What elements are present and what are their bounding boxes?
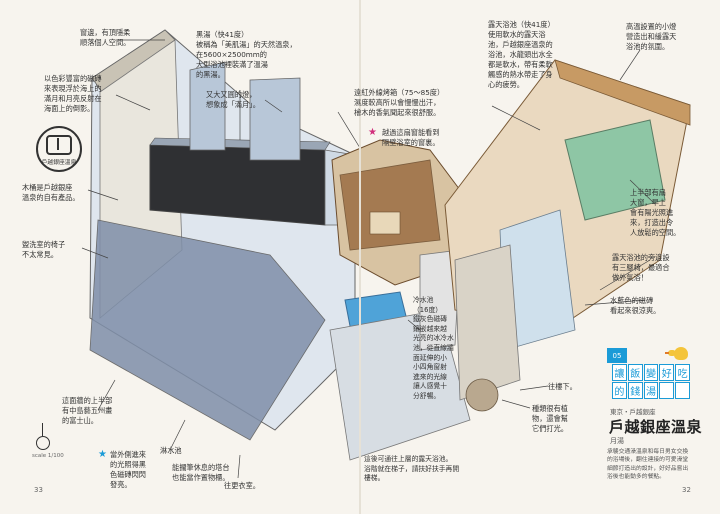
scale-label: scale 1/100 [32,453,64,459]
blue-star-icon: ★ [98,449,107,460]
annotation-big-window: 上半部有扇 大窗，早上 會有陽光照進 來，打造出令 人放鬆的空間。 [630,188,681,237]
annotation-shower: 淋水池 [160,446,182,455]
annotation-tile-moon: 以色彩豐富的磁磚 來表現浮於海上的 滿月和月亮反射在 海面上的倒影。 [44,74,102,113]
annotation-changing-room: 往更衣室。 [224,481,260,490]
compass-icon [36,423,50,450]
title-char: 好 [659,364,675,381]
annotation-window-view: 越過這扇窗能看到 隔壁浴室的窗裏。 [382,128,440,147]
location-subtitle: 東京・戶越銀座 [610,408,656,416]
gutter [359,0,361,514]
annotation-locker: 能擱筆休息的塔台 也能當作置物櫃。 [172,463,230,482]
series-title-grid: 讓 飯 變 好 吃 的 錢 湯 [612,364,690,399]
title-char: 吃 [675,364,690,381]
chapter-badge: 05 [607,348,627,363]
page-number-right: 32 [682,486,691,494]
title-char: 讓 [612,364,627,381]
open-air-bath-illustration [444,59,691,412]
annotation-three-leg-chair: 露天浴池的旁邊設 有三腳椅，最適合 做外氣浴！ [612,253,670,282]
annotation-plants: 種類很有植 物，還會幫 它們打光。 [532,404,568,433]
title-char [675,382,690,399]
annotation-small-lamp: 高溫設置的小燈 營造出和緩露天 浴池的氛圍。 [626,22,677,51]
annotation-round-lamp: 又大又圓的燈， 想象成「滿月」。 [206,90,260,109]
title-char: 變 [643,364,659,381]
rubber-duck-icon [665,347,688,360]
pink-star-icon: ★ [368,127,377,138]
annotation-sauna: 遠紅外線烤箱（75～85度） 濕度較高所以會慢慢出汗， 檜木的香氣聞起來很舒服。 [354,88,445,117]
annotation-window: 窗邊，有頂隱柔 順落個人空間。 [80,28,131,47]
description: 承襲交通澡溫泉和每日男女交換的浴場後，翻住連接的可愛澡堂細節打造出的設計，好好品… [607,449,689,481]
annotation-chairs: 盥洗室的椅子 不太常見。 [22,240,66,259]
logo-caption: 戶越銀座溫泉 [41,160,77,166]
onsen-logo-mark-icon [46,135,72,155]
title-char: 錢 [627,382,643,399]
annotation-open-air-bath: 露天浴池（快41度） 使用軟水的露天浴 池，戶越銀座溫泉的 浴池，水龍頭出水全 … [488,20,555,89]
bathhouse-illustration-left [89,29,356,441]
author: 月湯 [610,437,624,445]
sauna-illustration [329,139,471,461]
annotation-stairs-up: 這後可通往上層的露天浴池。 浴階就在梯子，請扶好扶手再開 樓梯。 [364,455,460,483]
annotation-mount-fuji: 這面牆的上半部 有中島藝五州畫 的富士山。 [62,396,113,425]
annotation-cold-bath: 冷水池 （16度） 鐵灰色磁磚 鑲嵌越來越 光亮的冰冷水 池，從直線牆 面延伸的… [413,296,454,400]
leader-lines [81,39,656,479]
page-number-left: 33 [34,486,43,494]
bathhouse-title: 戶越銀座溫泉 [609,418,703,436]
onsen-logo: 戶越銀座溫泉 [36,126,82,172]
annotation-black-bath: 黑湯（快41度） 被稱為「美肌湯」的天然溫泉， 在5600×2500mm的 大型… [196,30,297,79]
title-char: 的 [612,382,627,399]
annotation-tile-shine: 當外側進來 的光照得黑 色磁磚閃閃 發亮。 [110,450,146,489]
annotation-blue-tile: 水藍色的磁磚 看起來很涼爽。 [610,296,661,315]
title-char: 湯 [643,382,659,399]
annotation-stairs-down: 往樓下。 [548,382,577,391]
title-char: 飯 [627,364,643,381]
title-char [659,382,675,399]
annotation-wood-bucket: 木桶是戶越銀座 溫泉的自有產品。 [22,183,80,202]
